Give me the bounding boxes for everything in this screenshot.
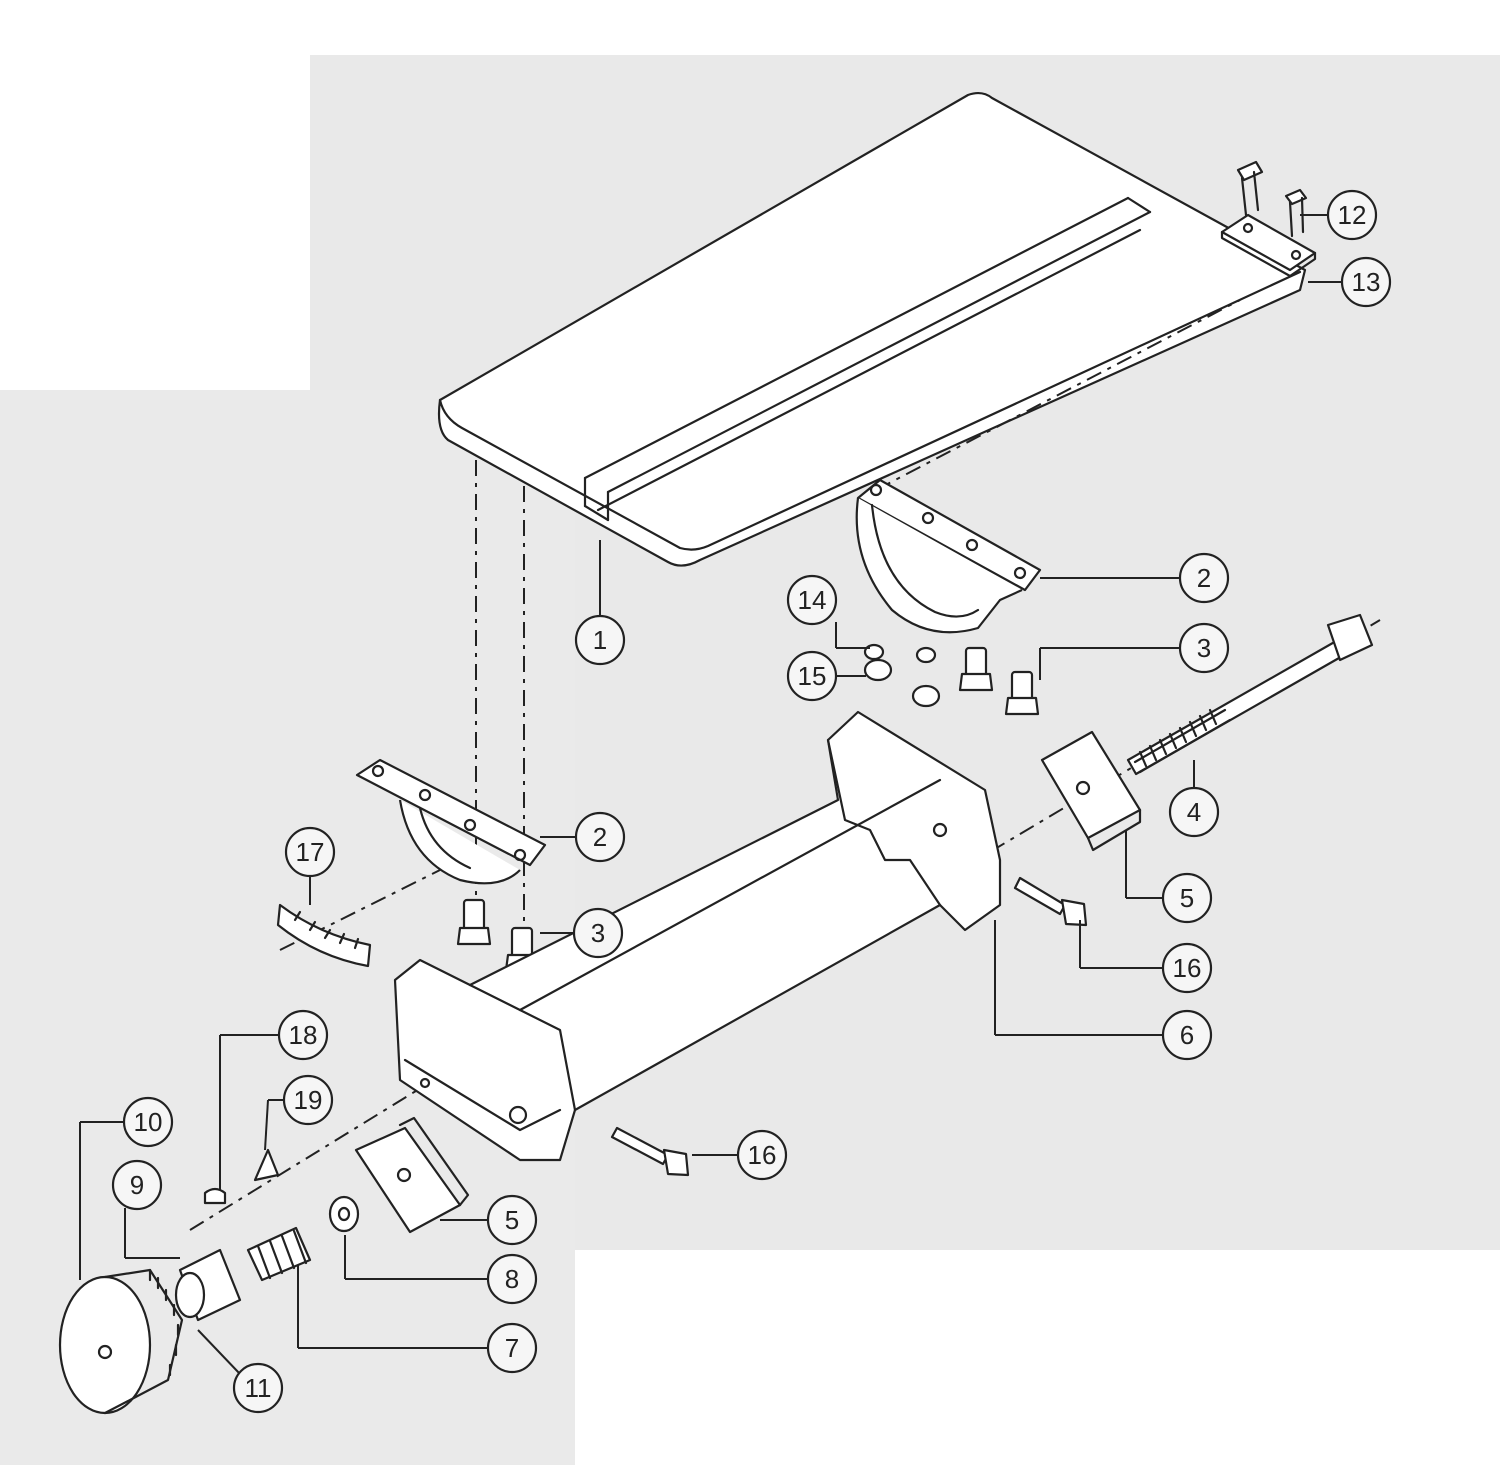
callout-5-right: 5 — [1161, 872, 1213, 924]
knob-assembly — [58, 1148, 360, 1415]
callout-5-right-label: 5 — [1180, 883, 1194, 913]
trunnion-right — [855, 478, 1042, 634]
trunnion-base — [393, 710, 1002, 1162]
blank-corner — [575, 1250, 1500, 1465]
callout-5-left-label: 5 — [505, 1205, 519, 1235]
callout-9: 9 — [111, 1159, 163, 1211]
callout-18: 18 — [277, 1009, 329, 1061]
callout-11: 11 — [232, 1362, 284, 1414]
callout-6: 6 — [1161, 1009, 1213, 1061]
callout-2-upper-label: 2 — [1197, 563, 1211, 593]
callout-4-label: 4 — [1187, 797, 1201, 827]
nuts-and-washers — [863, 643, 941, 708]
table-top — [437, 91, 1307, 567]
plate-screws — [1236, 160, 1308, 238]
callout-18-label: 18 — [289, 1020, 318, 1050]
callout-16-right-label: 16 — [1173, 953, 1202, 983]
callout-8-label: 8 — [505, 1264, 519, 1294]
callout-14-label: 14 — [798, 585, 827, 615]
callout-16-right: 16 — [1161, 942, 1213, 994]
callout-3-lower: 3 — [572, 907, 624, 959]
callout-1-label: 1 — [593, 625, 607, 655]
callout-13-label: 13 — [1352, 267, 1381, 297]
callout-16-lower-label: 16 — [748, 1140, 777, 1170]
callout-13: 13 — [1340, 256, 1392, 308]
callout-7-label: 7 — [505, 1333, 519, 1363]
callout-3-upper-label: 3 — [1197, 633, 1211, 663]
callout-10-label: 10 — [134, 1107, 163, 1137]
callout-4: 4 — [1168, 786, 1220, 838]
callout-12: 12 — [1326, 189, 1378, 241]
callout-15-label: 15 — [798, 661, 827, 691]
callout-16-lower: 16 — [736, 1129, 788, 1181]
callout-17-label: 17 — [296, 837, 325, 867]
callout-9-label: 9 — [130, 1170, 144, 1200]
lag-screws — [610, 876, 1088, 1177]
callout-19: 19 — [282, 1074, 334, 1126]
callout-2-lower: 2 — [574, 811, 626, 863]
callout-8: 8 — [486, 1253, 538, 1305]
callout-12-label: 12 — [1338, 200, 1367, 230]
callout-11-label: 11 — [245, 1373, 272, 1403]
callout-14: 14 — [786, 574, 838, 626]
callout-15: 15 — [786, 650, 838, 702]
callout-2-lower-label: 2 — [593, 822, 607, 852]
callout-10: 10 — [122, 1096, 174, 1148]
trunnion-left — [355, 758, 547, 885]
callout-5-left: 5 — [486, 1194, 538, 1246]
callout-2-upper: 2 — [1178, 552, 1230, 604]
angle-scale — [276, 903, 372, 968]
callout-17: 17 — [284, 826, 336, 878]
callout-3-upper: 3 — [1178, 622, 1230, 674]
callout-19-label: 19 — [294, 1085, 323, 1115]
callout-6-label: 6 — [1180, 1020, 1194, 1050]
leader-lines — [79, 214, 1342, 1375]
lock-block-left — [354, 1116, 470, 1234]
callout-1: 1 — [574, 614, 626, 666]
callout-7: 7 — [486, 1322, 538, 1374]
lock-block-right — [1040, 730, 1142, 852]
clamp-plate — [1220, 213, 1317, 278]
lock-rod — [1126, 613, 1374, 776]
callout-3-lower-label: 3 — [591, 918, 605, 948]
